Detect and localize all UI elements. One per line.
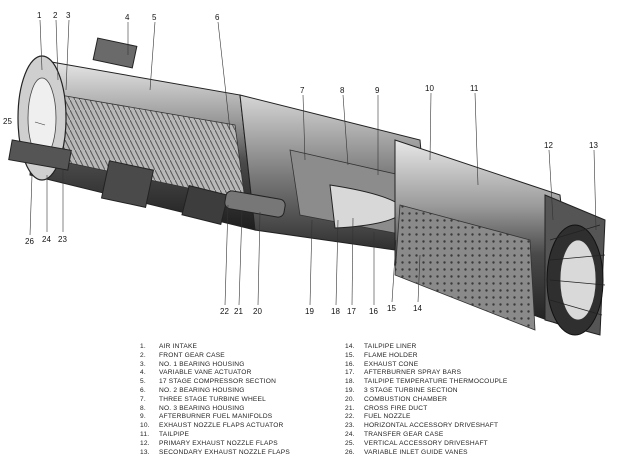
legend-item: 3.NO. 1 BEARING HOUSING: [140, 360, 245, 368]
callout-4: 4: [125, 13, 130, 22]
callout-labels: 1 2 3 4 5 6 7 8 9 10 11 12 13 14 15 16 1…: [3, 11, 598, 316]
legend-item: 23.HORIZONTAL ACCESSORY DRIVESHAFT: [345, 422, 499, 430]
callout-3: 3: [66, 11, 71, 20]
callout-6: 6: [215, 13, 220, 22]
callout-8: 8: [340, 86, 345, 95]
engine-illustration: [8, 37, 606, 336]
parts-legend: 1.AIR INTAKE 2.FRONT GEAR CASE 3.NO. 1 B…: [140, 343, 620, 461]
leader-lines: [29, 19, 597, 306]
legend-item: 18.TAILPIPE TEMPERATURE THERMOCOUPLE: [345, 378, 508, 386]
callout-10: 10: [425, 84, 434, 93]
callout-22: 22: [220, 307, 229, 316]
callout-5: 5: [152, 13, 157, 22]
legend-item: 22.FUEL NOZZLE: [345, 413, 411, 421]
callout-13: 13: [589, 141, 598, 150]
legend-item: 19.3 STAGE TURBINE SECTION: [345, 386, 458, 394]
legend-item: 25.VERTICAL ACCESSORY DRIVESHAFT: [345, 439, 488, 447]
callout-9: 9: [375, 86, 380, 95]
legend-item: 1.AIR INTAKE: [140, 343, 198, 350]
legend-item: 13.SECONDARY EXHAUST NOZZLE FLAPS: [140, 448, 290, 456]
legend-item: 15.FLAME HOLDER: [345, 351, 418, 359]
legend-item: 5.17 STAGE COMPRESSOR SECTION: [140, 378, 277, 386]
callout-20: 20: [253, 307, 262, 316]
legend-item: 21.CROSS FIRE DUCT: [345, 404, 428, 412]
callout-18: 18: [331, 307, 340, 316]
engine-cutaway-diagram: 1 2 3 4 5 6 7 8 9 10 11 12 13 14 15 16 1…: [3, 11, 606, 336]
callout-11: 11: [470, 84, 479, 93]
legend-item: 14.TAILPIPE LINER: [345, 343, 417, 350]
callout-24: 24: [42, 235, 51, 244]
legend-column-right: 14.TAILPIPE LINER 15.FLAME HOLDER 16.EXH…: [345, 343, 508, 457]
legend-item: 17.AFTERBURNER SPRAY BARS: [345, 369, 462, 377]
callout-17: 17: [347, 307, 356, 316]
legend-item: 7.THREE STAGE TURBINE WHEEL: [140, 395, 266, 403]
callout-21: 21: [234, 307, 243, 316]
callout-7: 7: [300, 86, 305, 95]
legend-item: 24.TRANSFER GEAR CASE: [345, 430, 444, 438]
legend-item: 8.NO. 3 BEARING HOUSING: [140, 404, 245, 412]
legend-item: 6.NO. 2 BEARING HOUSING: [140, 386, 245, 394]
callout-12: 12: [544, 141, 553, 150]
callout-15: 15: [387, 304, 396, 313]
legend-item: 9.AFTERBURNER FUEL MANIFOLDS: [140, 413, 273, 421]
callout-1: 1: [37, 11, 42, 20]
callout-2: 2: [53, 11, 58, 20]
callout-26: 26: [25, 237, 34, 246]
callout-19: 19: [305, 307, 314, 316]
legend-item: 11.TAILPIPE: [140, 430, 190, 438]
legend-item: 10.EXHAUST NOZZLE FLAPS ACTUATOR: [140, 422, 284, 430]
legend-item: 12.PRIMARY EXHAUST NOZZLE FLAPS: [140, 439, 278, 447]
callout-14: 14: [413, 304, 422, 313]
legend-item: 20.COMBUSTION CHAMBER: [345, 395, 448, 403]
legend-item: 2.FRONT GEAR CASE: [140, 351, 225, 359]
callout-25: 25: [3, 117, 12, 126]
callout-23: 23: [58, 235, 67, 244]
legend-item: 4.VARIABLE VANE ACTUATOR: [140, 369, 252, 377]
legend-column-left: 1.AIR INTAKE 2.FRONT GEAR CASE 3.NO. 1 B…: [140, 343, 290, 457]
callout-16: 16: [369, 307, 378, 316]
legend-item: 26.VARIABLE INLET GUIDE VANES: [345, 448, 468, 456]
legend-item: 16.EXHAUST CONE: [345, 360, 419, 368]
